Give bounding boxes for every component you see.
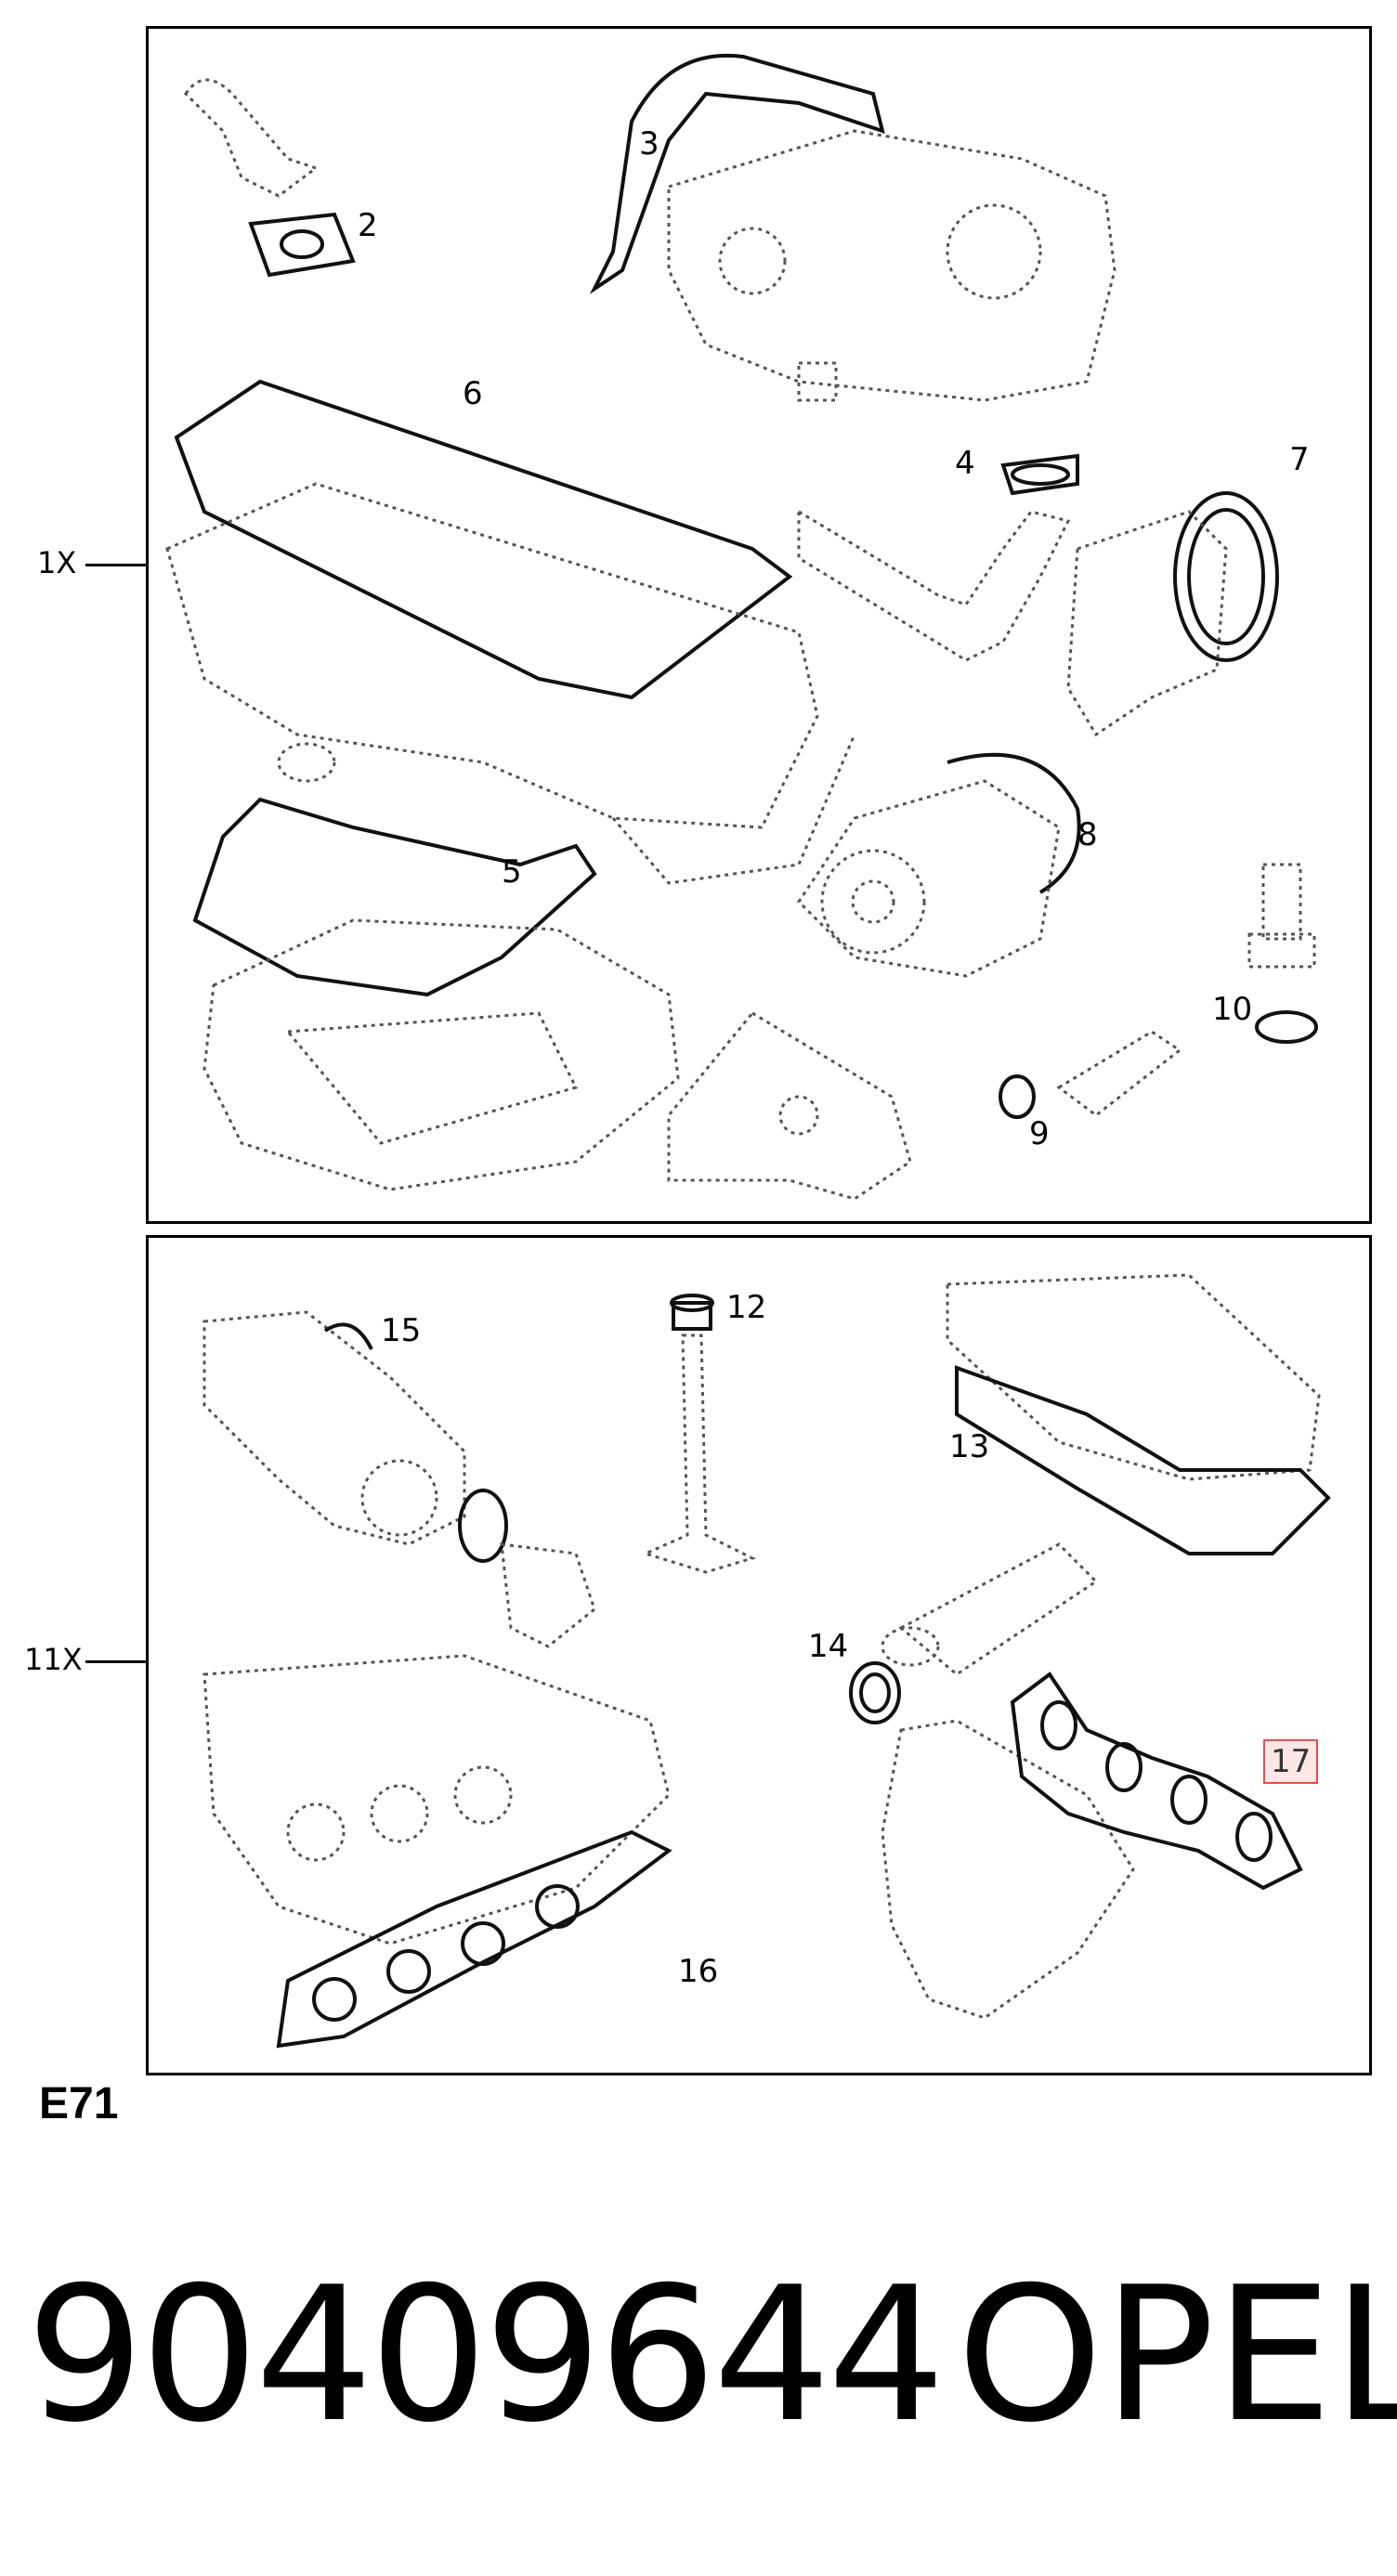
callout-5: 5	[502, 853, 522, 891]
gasket-4-art	[1000, 453, 1079, 496]
top-panel-artwork	[165, 53, 1318, 1201]
timing-cover-art	[667, 129, 1116, 402]
crankshaft-art	[1066, 510, 1228, 737]
gasket-13-art	[955, 1365, 1331, 1555]
oil-pressure-switch-art	[1247, 863, 1316, 969]
quantity-label-top: 1X	[37, 545, 77, 580]
water-pump-art	[797, 779, 1061, 978]
callout-2: 2	[358, 207, 378, 244]
callout-10: 10	[1212, 991, 1253, 1028]
bottom-panel: 12 13 14 15 16 17	[146, 1235, 1372, 2075]
temp-sensor-art	[667, 1011, 1182, 1201]
callout-8: 8	[1077, 816, 1098, 853]
callout-4: 4	[955, 445, 975, 482]
bottom-panel-artwork	[202, 1273, 1331, 2049]
quantity-label-bottom: 11X	[24, 1642, 83, 1677]
callout-12: 12	[726, 1289, 767, 1326]
gasket-6-art	[174, 379, 793, 700]
callout-16: 16	[678, 1953, 719, 1990]
gasket-17-art	[1010, 1672, 1303, 1891]
exhaust-manifold-art	[881, 1719, 1135, 2020]
callout-7: 7	[1289, 441, 1310, 478]
valve-art	[641, 1334, 757, 1574]
thermostat-art	[500, 1542, 596, 1648]
camshaft-art	[881, 1542, 1099, 1676]
gasket-5-art	[192, 797, 597, 997]
callout-3: 3	[639, 125, 659, 163]
gasket-8-art	[947, 752, 1081, 894]
oil-pan-lower-art	[202, 918, 680, 1191]
section-code: E71	[39, 2079, 119, 2128]
callout-9: 9	[1029, 1115, 1050, 1152]
callout-15: 15	[381, 1312, 422, 1349]
oil-pan-upper-art	[165, 482, 856, 885]
seal-15-art	[323, 1322, 508, 1563]
gasket-3-art	[589, 53, 885, 294]
seal-7-art	[1173, 491, 1279, 662]
seal-9-art	[999, 1074, 1036, 1119]
quantity-leader-top	[85, 564, 146, 566]
brand-name: OPEL	[957, 2247, 1397, 2464]
valve-cover-art	[946, 1273, 1321, 1481]
seal-14-art	[849, 1661, 901, 1724]
intake-manifold-art	[202, 1654, 671, 1945]
top-panel: 2 3 4 5 6 7 8 9 10	[146, 26, 1372, 1224]
callout-14: 14	[808, 1628, 849, 1665]
callout-13: 13	[949, 1428, 990, 1465]
callout-6: 6	[463, 375, 483, 412]
callout-17-highlighted: 17	[1263, 1739, 1319, 1784]
part-number: 90409644	[26, 2247, 946, 2464]
seal-12-art	[670, 1294, 714, 1331]
oil-pipe-art	[184, 78, 320, 198]
gasket-16-art	[276, 1829, 672, 2049]
seal-10-art	[1255, 1010, 1318, 1044]
thermostat-housing-art	[202, 1310, 466, 1546]
quantity-leader-bottom	[85, 1660, 146, 1663]
oil-pickup-art	[797, 509, 1071, 662]
gasket-2-art	[248, 212, 356, 278]
